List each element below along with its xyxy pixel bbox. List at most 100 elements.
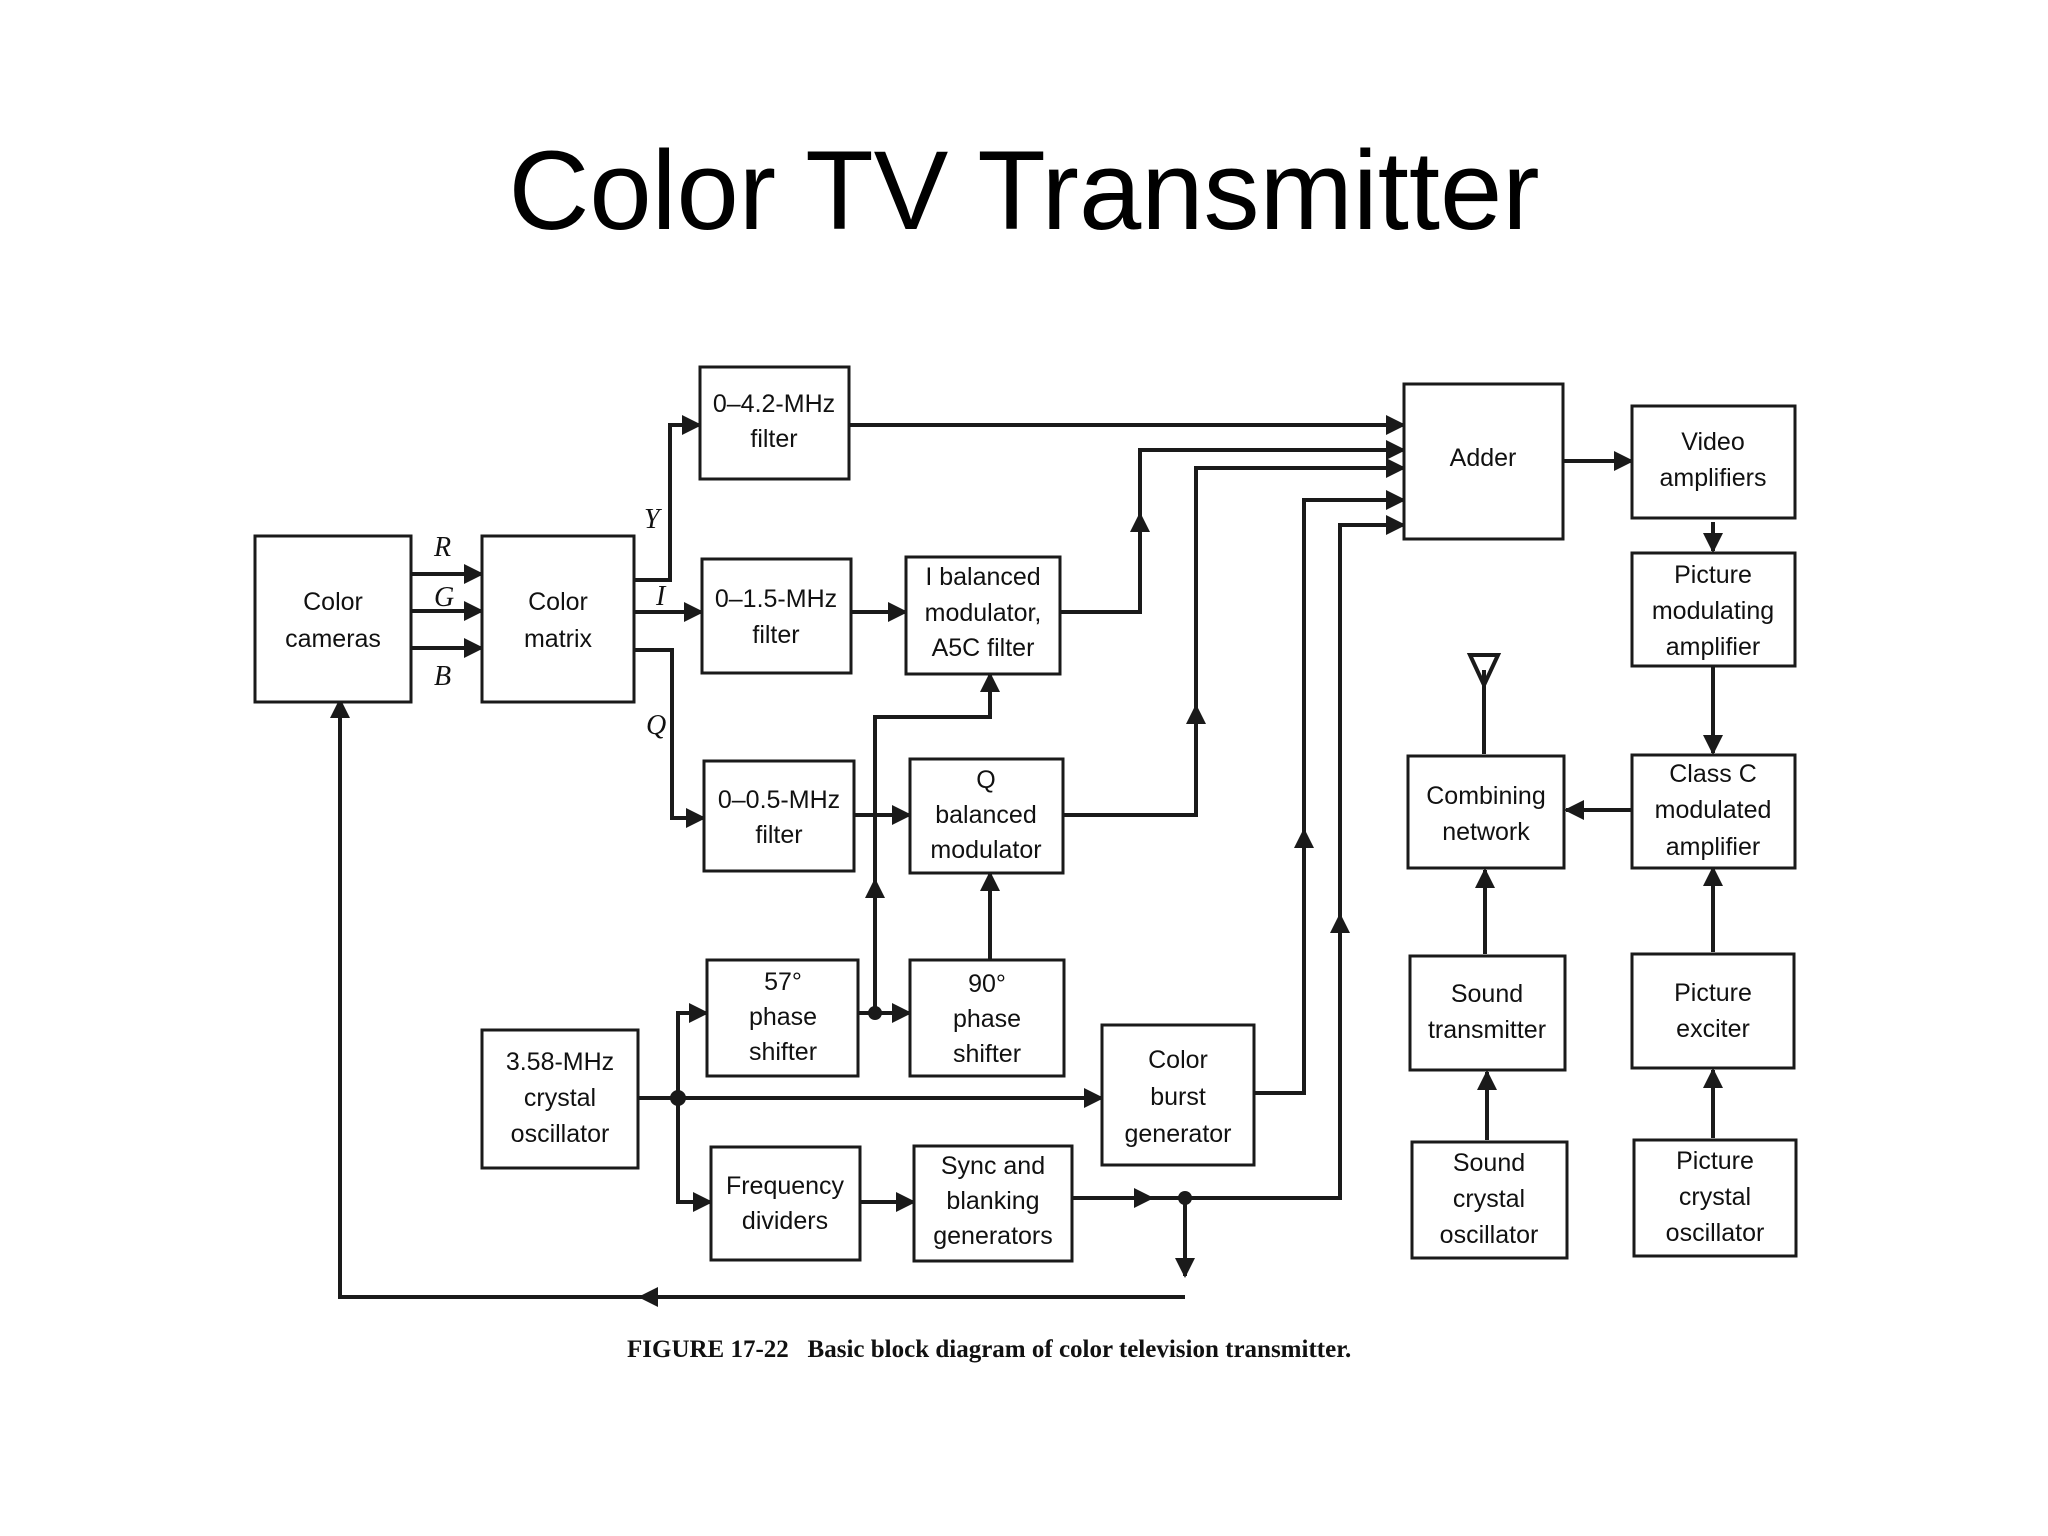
wire-sync-adder	[1072, 515, 1406, 1200]
block-label: crystal	[524, 1084, 596, 1112]
block-label: burst	[1150, 1083, 1206, 1111]
block-picture-exciter: Picture exciter	[1630, 952, 1796, 1070]
block-label: generators	[933, 1222, 1053, 1250]
antenna-icon	[1466, 653, 1502, 690]
junction-sync	[1178, 1191, 1192, 1205]
block-label: oscillator	[1666, 1219, 1765, 1247]
wire-imod-adder	[1060, 440, 1406, 614]
wire-qmod-adder	[1063, 458, 1406, 817]
block-label: amplifiers	[1660, 464, 1767, 492]
block-label: Sound	[1453, 1149, 1525, 1177]
block-label: phase	[953, 1005, 1021, 1033]
wire-57-imod	[873, 672, 1000, 1013]
block-label: 90°	[968, 970, 1006, 998]
block-label: A5C filter	[932, 634, 1035, 662]
slide-title: Color TV Transmitter	[508, 128, 1540, 253]
block-label: Adder	[1450, 444, 1517, 472]
wire-q	[634, 648, 706, 828]
block-label: dividers	[742, 1207, 828, 1235]
block-label: Q	[976, 766, 995, 794]
junction-osc	[670, 1090, 686, 1106]
block-label: balanced	[935, 801, 1036, 829]
block-label: shifter	[953, 1040, 1021, 1068]
block-filter-i: 0–1.5-MHz filter	[700, 557, 853, 675]
wire-feedback	[330, 698, 1185, 1299]
signal-label-i: I	[655, 581, 667, 612]
block-adder: Adder	[1402, 382, 1565, 541]
block-label: modulator,	[925, 599, 1042, 627]
block-label: oscillator	[1440, 1221, 1539, 1249]
block-label: Video	[1681, 428, 1745, 456]
block-combining: Combining network	[1406, 754, 1566, 870]
wire-burst-adder	[1254, 490, 1406, 1095]
block-label: Sync and	[941, 1152, 1045, 1180]
block-label: Frequency	[726, 1172, 845, 1200]
block-label: matrix	[524, 625, 593, 653]
block-sync-blanking: Sync and blanking generators	[912, 1144, 1074, 1263]
block-label: modulated	[1655, 796, 1772, 824]
block-picture-mod-amp: Picture modulating amplifier	[1630, 551, 1797, 668]
block-filter-q: 0–0.5-MHz filter	[702, 759, 856, 873]
block-label: phase	[749, 1003, 817, 1031]
block-video-amps: Video amplifiers	[1630, 404, 1797, 520]
block-sound-tx: Sound transmitter	[1408, 954, 1567, 1072]
block-label: Class C	[1669, 760, 1757, 788]
block-label: modulator	[930, 836, 1041, 864]
block-label: cameras	[285, 625, 381, 653]
block-phase-57: 57° phase shifter	[705, 958, 860, 1078]
block-label: Sound	[1451, 980, 1523, 1008]
signal-wires	[330, 415, 1723, 1307]
block-color-matrix: Color matrix	[480, 534, 636, 704]
block-label: 0–4.2-MHz	[713, 390, 835, 418]
block-label: generator	[1124, 1120, 1231, 1148]
block-class-c: Class C modulated amplifier	[1630, 753, 1797, 870]
wire-osc-up	[676, 1003, 709, 1098]
block-label: amplifier	[1666, 633, 1760, 661]
junction-57	[868, 1006, 882, 1020]
block-color-cameras: Color cameras	[253, 534, 413, 704]
block-label: Picture	[1674, 979, 1752, 1007]
block-label: filter	[750, 425, 797, 453]
block-label: Picture	[1676, 1147, 1754, 1175]
block-label: shifter	[749, 1038, 817, 1066]
block-label: Picture	[1674, 561, 1752, 589]
block-i-modulator: I balanced modulator, A5C filter	[904, 555, 1062, 676]
block-label: amplifier	[1666, 833, 1760, 861]
block-filter-y: 0–4.2-MHz filter	[698, 365, 851, 481]
block-picture-osc: Picture crystal oscillator	[1632, 1138, 1798, 1258]
block-label: Color	[303, 588, 363, 616]
block-label: filter	[755, 821, 802, 849]
block-label: 0–1.5-MHz	[715, 585, 837, 613]
block-label: I balanced	[925, 563, 1040, 591]
block-label: Combining	[1426, 782, 1546, 810]
block-label: Color	[528, 588, 588, 616]
block-q-modulator: Q balanced modulator	[908, 757, 1065, 875]
block-label: filter	[752, 621, 799, 649]
signal-label-y: Y	[644, 504, 663, 535]
wire-osc-down	[676, 1098, 713, 1212]
block-label: transmitter	[1428, 1016, 1546, 1044]
block-label: 3.58-MHz	[506, 1048, 614, 1076]
signal-label-r: R	[433, 532, 451, 563]
signal-label-b: B	[434, 661, 451, 692]
block-label: 0–0.5-MHz	[718, 786, 840, 814]
block-freq-dividers: Frequency dividers	[709, 1145, 862, 1262]
block-label: 57°	[764, 968, 802, 996]
wire-y	[634, 415, 702, 582]
signal-label-g: G	[434, 582, 454, 613]
block-label: crystal	[1679, 1183, 1751, 1211]
block-phase-90: 90° phase shifter	[908, 958, 1066, 1078]
block-color-burst: Color burst generator	[1100, 1023, 1256, 1167]
block-label: crystal	[1453, 1185, 1525, 1213]
block-label: exciter	[1676, 1015, 1750, 1043]
block-label: modulating	[1652, 597, 1774, 625]
figure-caption: FIGURE 17-22 Basic block diagram of colo…	[627, 1336, 1351, 1363]
block-crystal-oscillator: 3.58-MHz crystal oscillator	[480, 1028, 640, 1170]
block-sound-osc: Sound crystal oscillator	[1410, 1140, 1569, 1260]
block-label: network	[1442, 818, 1530, 846]
block-label: oscillator	[511, 1120, 610, 1148]
signal-label-q: Q	[646, 710, 666, 741]
block-label: Color	[1148, 1046, 1208, 1074]
block-label: blanking	[946, 1187, 1039, 1215]
